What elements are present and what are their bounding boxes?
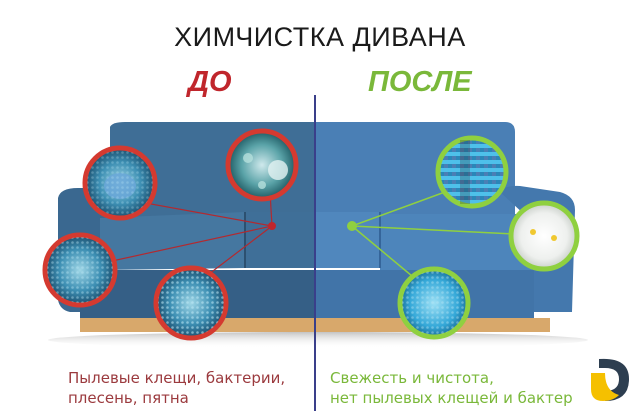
after-caption-line-1: Свежесть и чистота, (330, 369, 494, 387)
before-caption-line-1: Пылевые клещи, бактерии, (68, 369, 286, 387)
dust-mite-icon (82, 145, 158, 221)
clean-fibers-icon (435, 135, 509, 209)
flowers-icon (508, 200, 580, 272)
after-connectors (351, 191, 516, 277)
after-caption-line-2: нет пылевых клещей и бактер (330, 389, 573, 407)
before-hotspot (268, 222, 276, 230)
mold-icon (42, 232, 118, 308)
virus-icon (225, 128, 299, 202)
before-caption-line-2: плесень, пятна (68, 389, 189, 407)
after-caption: Свежесть и чистота, нет пылевых клещей и… (330, 368, 573, 408)
clean-fabric-icon (397, 266, 471, 340)
before-after-divider (314, 95, 316, 411)
before-caption: Пылевые клещи, бактерии, плесень, пятна (68, 368, 285, 408)
after-hotspot (347, 221, 357, 231)
page-title: ХИМЧИСТКА ДИВАНА (174, 22, 466, 52)
dirty-fabric-icon (153, 265, 229, 341)
after-label: ПОСЛЕ (368, 66, 472, 98)
before-label: ДО (188, 66, 232, 98)
brand-logo-icon (591, 358, 629, 401)
